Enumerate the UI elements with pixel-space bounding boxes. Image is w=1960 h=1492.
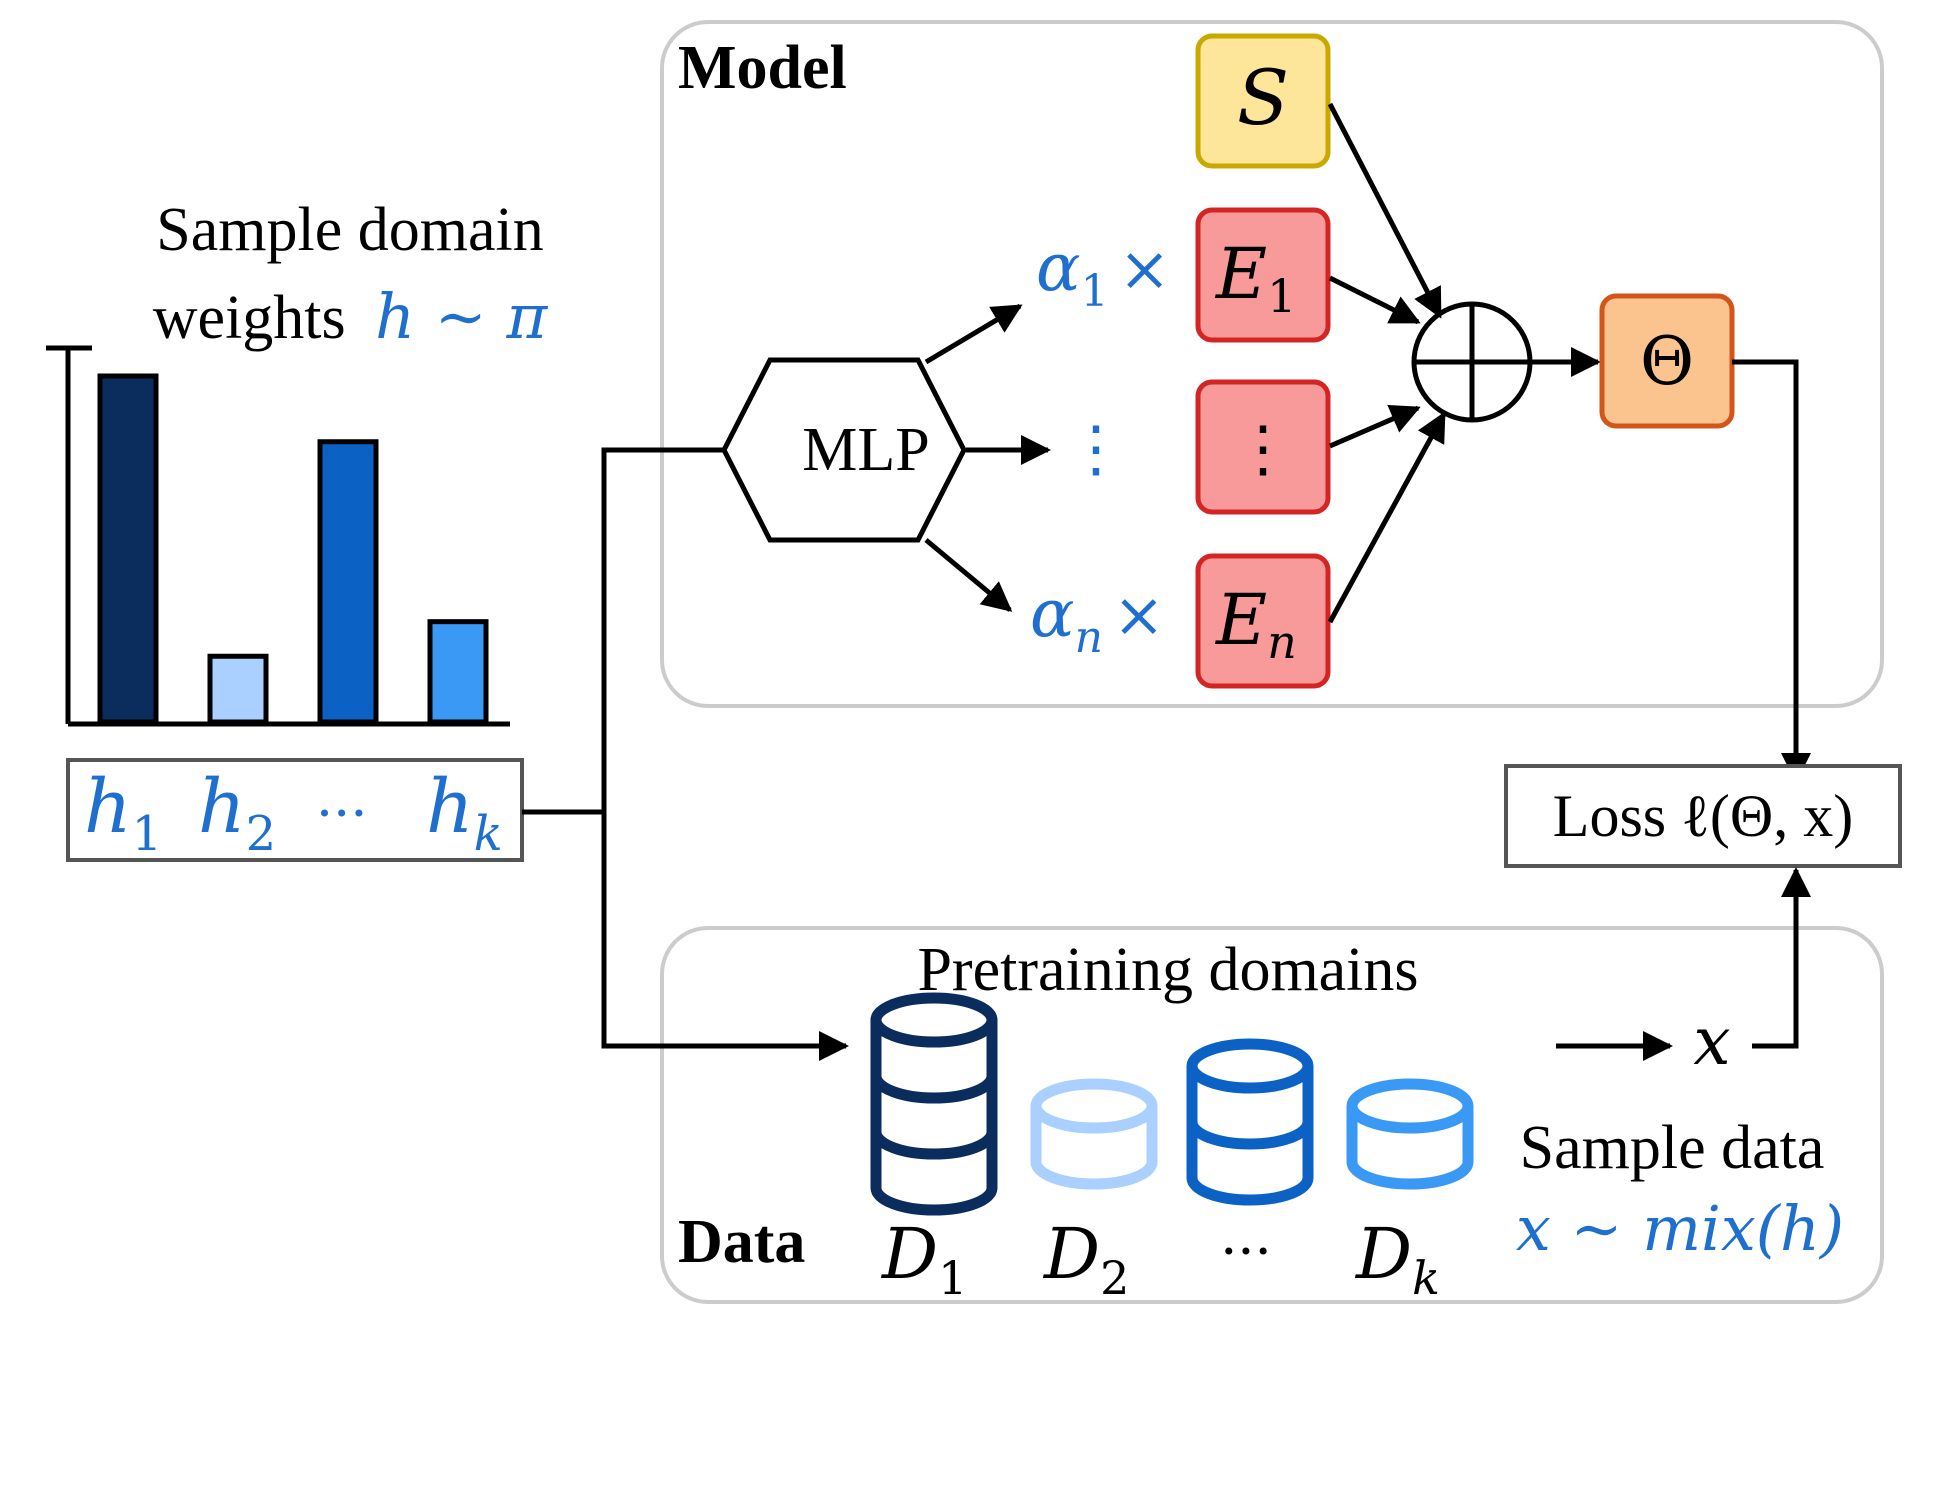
weight-bar-1	[97, 373, 159, 725]
loss-box	[1504, 764, 1902, 868]
e1-to-sum-arrow	[1328, 275, 1421, 325]
weights-title-line2: weights h ∼ π	[153, 280, 549, 353]
data-panel-subtitle: Pretraining domains	[917, 936, 1418, 1004]
bar-group	[97, 373, 489, 725]
weights-title-word: weights	[153, 284, 346, 352]
mlp-to-alphan-arrow	[924, 538, 1013, 612]
split-to-mlp-arrow	[601, 435, 773, 1046]
model-panel-title: Model	[678, 34, 847, 102]
weight-bar-3	[317, 439, 379, 725]
s-to-sum-arrow	[1327, 102, 1443, 319]
h-vector-box	[66, 758, 524, 862]
h-vector-h1: h1	[84, 764, 162, 862]
database-d1-icon	[870, 992, 998, 1216]
weights-bar-chart	[46, 345, 510, 727]
model-panel	[660, 20, 1884, 708]
loss-label: Loss ℓ(Θ, x)	[1553, 783, 1853, 849]
en-label: En	[1214, 579, 1297, 669]
alphan-label: αn×	[1030, 575, 1165, 663]
h-vector-h2: h2	[198, 764, 276, 862]
theta-to-loss-arrow	[1732, 359, 1811, 783]
h-vector-hk: hk	[426, 764, 503, 862]
e-middle-vdots: ⋮	[1232, 412, 1294, 485]
h-vector-dots: ···	[316, 782, 368, 845]
weights-title-math: h ∼ π	[375, 280, 548, 353]
e-middle-box	[1195, 379, 1331, 515]
emid-to-sum-arrow	[1329, 404, 1421, 449]
alpha1-label: α1×	[1036, 229, 1171, 317]
database-dk-icon	[1346, 1078, 1474, 1190]
e1-box	[1195, 207, 1331, 343]
data-panel	[660, 926, 1884, 1304]
theta-label: Θ	[1640, 323, 1694, 400]
vdots-blue: ⋮	[1065, 412, 1127, 485]
d1-label: D1	[880, 1213, 967, 1305]
weight-bar-2	[207, 653, 269, 725]
s-label: S	[1237, 53, 1289, 142]
data-panel-title: Data	[678, 1208, 805, 1276]
en-box	[1195, 553, 1331, 689]
weights-title-line1: Sample domain	[156, 196, 543, 264]
mlp-to-alpha1-arrow	[924, 303, 1023, 365]
split-to-data-arrow	[601, 812, 849, 1061]
mlp-hexagon	[721, 357, 967, 543]
database-d3-icon	[1186, 1038, 1314, 1206]
d-dots-label: ···	[1220, 1220, 1272, 1283]
database-d2-icon	[1030, 1078, 1158, 1190]
d2-label: D2	[1042, 1213, 1129, 1305]
e1-label: E1	[1214, 233, 1296, 323]
sample-data-line1: Sample data	[1520, 1114, 1825, 1182]
dk-label: Dk	[1354, 1213, 1440, 1305]
x-to-loss-arrow	[1752, 867, 1811, 1049]
sample-data-line2: x ∼ mix(h)	[1516, 1192, 1844, 1265]
weight-bar-4	[427, 619, 489, 725]
s-box	[1195, 33, 1331, 169]
database-group	[870, 992, 1474, 1216]
x-label: x	[1693, 1003, 1730, 1080]
en-to-sum-arrow	[1327, 411, 1447, 624]
mlp-label: MLP	[802, 416, 929, 484]
